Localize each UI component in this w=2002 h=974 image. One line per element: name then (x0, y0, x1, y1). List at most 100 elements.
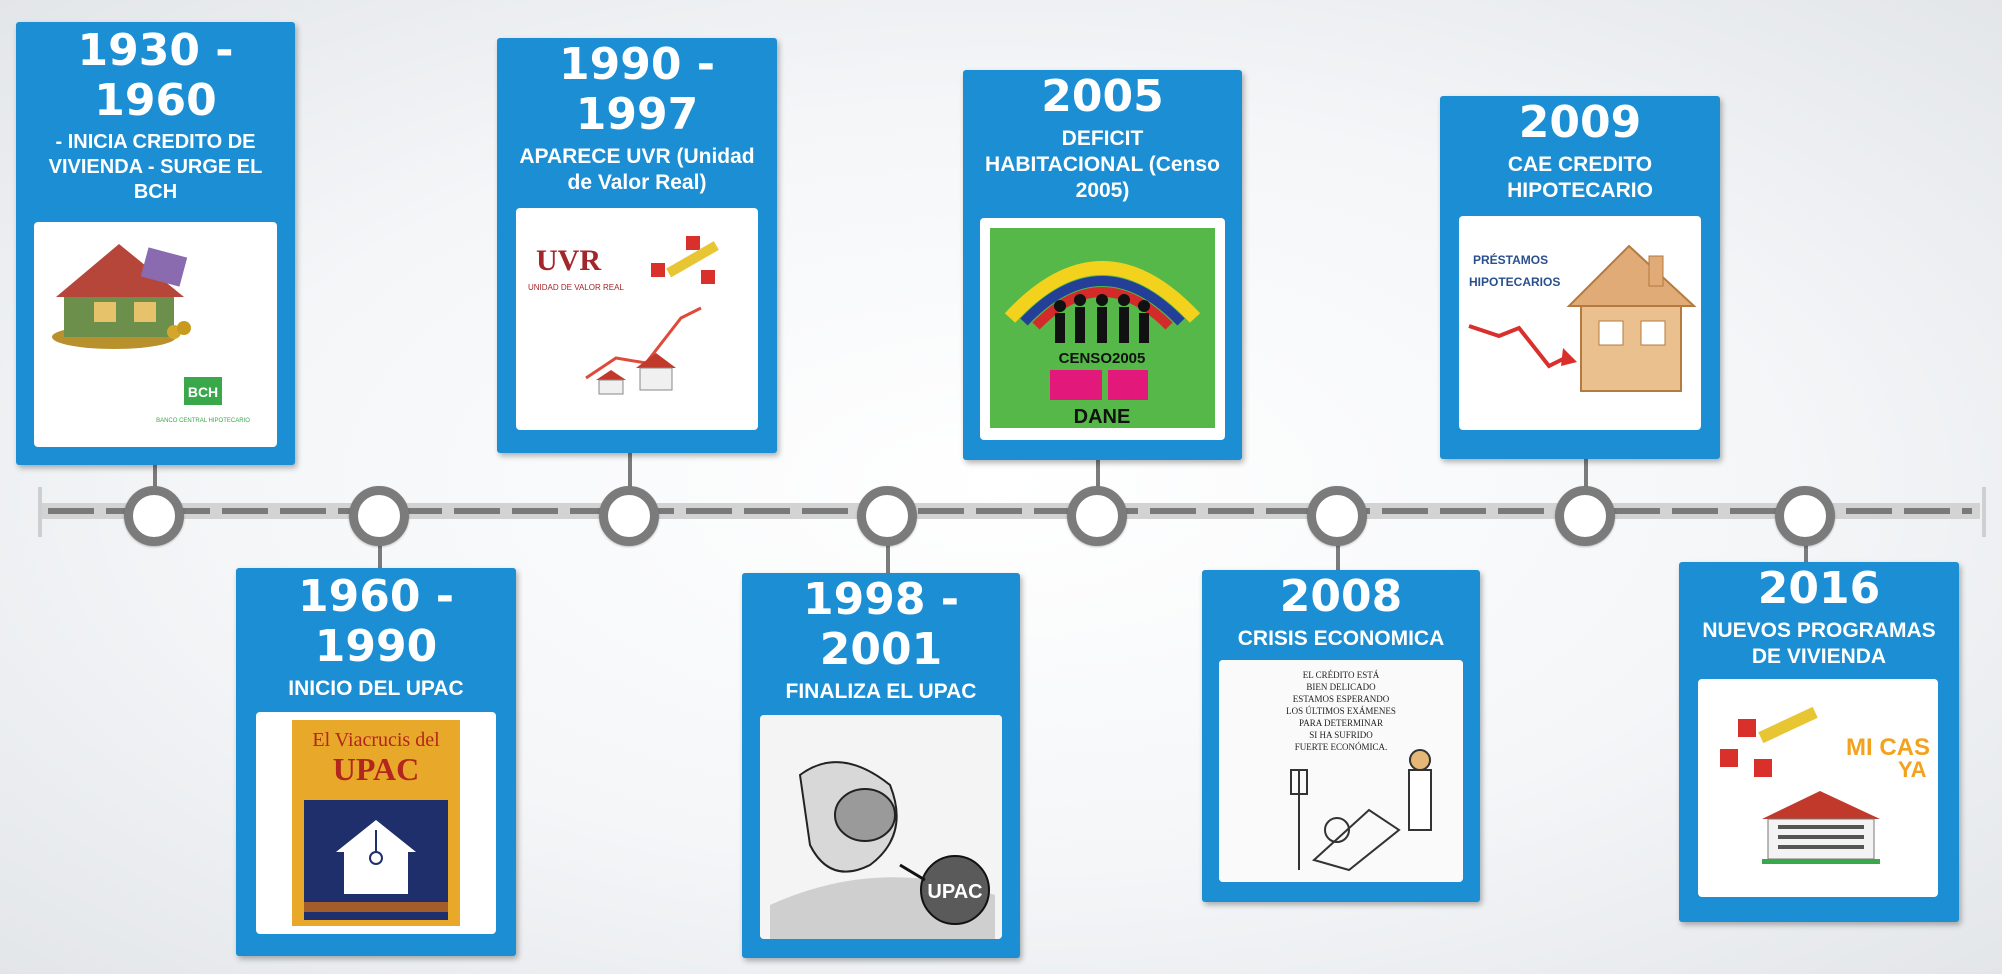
event-card-2005: 2005 DEFICIT HABITACIONAL (Censo 2005) C… (963, 70, 1242, 460)
svg-text:FUERTE ECONÓMICA.: FUERTE ECONÓMICA. (1295, 742, 1387, 752)
timeline-end-cap (1982, 487, 1986, 537)
svg-text:UPAC: UPAC (927, 881, 982, 903)
stem-1998 (886, 528, 890, 573)
stem-2005 (1096, 459, 1100, 493)
stem-1930 (153, 453, 157, 493)
year-line: 2001 (819, 624, 943, 675)
event-image: PRÉSTAMOS HIPOTECARIOS (1459, 216, 1701, 430)
stem-1990 (628, 453, 632, 493)
event-card-1960: 1960 - 1990 INICIO DEL UPAC El Viacrucis… (236, 568, 516, 956)
year-line: 1960 (94, 75, 217, 126)
timeline-node-1990[interactable] (599, 486, 659, 546)
year-line: 1990 - (558, 39, 716, 90)
timeline-node-1998[interactable] (857, 486, 917, 546)
event-image: El Viacrucis del UPAC (256, 712, 496, 934)
timeline-node-2009[interactable] (1555, 486, 1615, 546)
svg-text:UNIDAD DE VALOR REAL: UNIDAD DE VALOR REAL (528, 283, 624, 292)
event-card-1998: 1998 - 2001 FINALIZA EL UPAC UPAC (742, 573, 1020, 958)
desc-line: INICIO DEL UPAC (288, 677, 464, 700)
desc-line: CAE CREDITO (1507, 153, 1653, 176)
event-image: UPAC (760, 715, 1002, 939)
svg-text:UPAC: UPAC (333, 751, 420, 787)
timeline-node-2005[interactable] (1067, 486, 1127, 546)
svg-text:UVR: UVR (536, 244, 601, 277)
event-year: 1990 - 1997 (497, 40, 777, 140)
event-image: UVR UNIDAD DE VALOR REAL (516, 208, 758, 430)
event-image: CENSO2005 DANE (980, 218, 1225, 440)
event-year: 1998 - 2001 (742, 575, 1020, 675)
upac-book-cover-icon: El Viacrucis del UPAC (292, 720, 460, 926)
upac-cartoon-icon: UPAC (760, 715, 1002, 939)
credit-crisis-cartoon-icon: EL CRÉDITO ESTÁ BIEN DELICADO ESTAMOS ES… (1219, 660, 1463, 882)
desc-line: NUEVOS PROGRAMAS (1702, 619, 1936, 642)
event-image: MI CAS YA (1698, 679, 1938, 897)
year-line: 2005 (1041, 71, 1164, 122)
year-line: 1990 (314, 621, 438, 672)
event-description: NUEVOS PROGRAMAS DE VIVIENDA (1679, 618, 1959, 670)
stem-2009 (1584, 459, 1588, 493)
desc-line: BCH (133, 181, 178, 203)
mi-casa-ya-icon: MI CAS YA (1720, 706, 1930, 864)
event-image: BCH BANCO CENTRAL HIPOTECARIO (34, 222, 277, 447)
svg-text:BCH: BCH (188, 384, 218, 400)
year-line: 2008 (1279, 571, 1403, 622)
desc-line: FINALIZA EL UPAC (785, 680, 977, 703)
event-year: 1960 - 1990 (236, 572, 516, 672)
event-image: EL CRÉDITO ESTÁ BIEN DELICADO ESTAMOS ES… (1219, 660, 1463, 882)
desc-line: VIVIENDA - SURGE EL (48, 156, 263, 178)
desc-line: - INICIA CREDITO DE (55, 131, 256, 153)
svg-text:PRÉSTAMOS: PRÉSTAMOS (1473, 252, 1548, 267)
svg-text:CENSO2005: CENSO2005 (1059, 350, 1146, 367)
desc-line: APARECE UVR (Unidad (519, 145, 755, 168)
svg-text:LOS ÚLTIMOS EXÁMENES: LOS ÚLTIMOS EXÁMENES (1286, 706, 1396, 716)
year-line: 1998 - (802, 574, 960, 625)
year-line: 1930 - (77, 25, 234, 76)
svg-text:BANCO CENTRAL HIPOTECARIO: BANCO CENTRAL HIPOTECARIO (156, 418, 250, 424)
event-description: APARECE UVR (Unidad de Valor Real) (497, 144, 777, 196)
event-description: CAE CREDITO HIPOTECARIO (1440, 152, 1720, 204)
svg-text:SI HA SUFRIDO: SI HA SUFRIDO (1309, 730, 1373, 740)
svg-text:PARA DETERMINAR: PARA DETERMINAR (1299, 718, 1383, 728)
svg-text:BIEN DELICADO: BIEN DELICADO (1306, 682, 1376, 692)
money-house-icon: BCH BANCO CENTRAL HIPOTECARIO (52, 244, 250, 424)
event-card-2008: 2008 CRISIS ECONOMICA EL CRÉDITO ESTÁ BI… (1202, 570, 1480, 902)
desc-line: HABITACIONAL (Censo (985, 153, 1220, 176)
event-card-1930: 1930 - 1960 - INICIA CREDITO DE VIVIENDA… (16, 22, 295, 465)
year-line: 1997 (575, 89, 699, 140)
event-year: 2005 (963, 72, 1242, 122)
desc-line: DE VIVIENDA (1751, 645, 1887, 668)
timeline-node-1960[interactable] (349, 486, 409, 546)
event-card-1990: 1990 - 1997 APARECE UVR (Unidad de Valor… (497, 38, 777, 453)
svg-text:El Viacrucis del: El Viacrucis del (312, 729, 440, 751)
svg-text:HIPOTECARIOS: HIPOTECARIOS (1469, 275, 1560, 289)
desc-line: 2005) (1075, 179, 1130, 202)
desc-line: de Valor Real) (567, 171, 707, 194)
event-description: DEFICIT HABITACIONAL (Censo 2005) (963, 126, 1242, 204)
event-description: INICIO DEL UPAC (236, 676, 516, 702)
event-description: - INICIA CREDITO DE VIVIENDA - SURGE EL … (16, 130, 295, 205)
desc-line: HIPOTECARIO (1507, 179, 1653, 202)
event-card-2009: 2009 CAE CREDITO HIPOTECARIO PRÉSTAMOS H… (1440, 96, 1720, 459)
svg-text:YA: YA (1898, 757, 1927, 782)
year-line: 1960 - (297, 571, 455, 622)
timeline-start-cap (38, 487, 42, 537)
event-card-2016: 2016 NUEVOS PROGRAMAS DE VIVIENDA MI CAS… (1679, 562, 1959, 922)
timeline-node-2008[interactable] (1307, 486, 1367, 546)
house-price-drop-icon: PRÉSTAMOS HIPOTECARIOS (1468, 244, 1697, 392)
stem-2008 (1336, 528, 1340, 570)
timeline-node-1930[interactable] (124, 486, 184, 546)
event-description: FINALIZA EL UPAC (742, 679, 1020, 705)
svg-text:MI CAS: MI CAS (1846, 734, 1930, 761)
svg-text:DANE: DANE (1074, 406, 1131, 428)
desc-line: CRISIS ECONOMICA (1237, 627, 1445, 650)
svg-text:ESTAMOS ESPERANDO: ESTAMOS ESPERANDO (1293, 694, 1390, 704)
year-line: 2016 (1757, 563, 1881, 614)
uvr-logo-icon: UVR UNIDAD DE VALOR REAL (528, 236, 719, 395)
timeline-node-2016[interactable] (1775, 486, 1835, 546)
timeline-dashes (48, 508, 1972, 514)
event-description: CRISIS ECONOMICA (1202, 626, 1480, 652)
event-year: 1930 - 1960 (16, 26, 295, 126)
censo-logo-icon: CENSO2005 DANE (990, 228, 1215, 428)
svg-text:EL CRÉDITO ESTÁ: EL CRÉDITO ESTÁ (1303, 670, 1380, 680)
desc-line: DEFICIT (1061, 127, 1144, 150)
